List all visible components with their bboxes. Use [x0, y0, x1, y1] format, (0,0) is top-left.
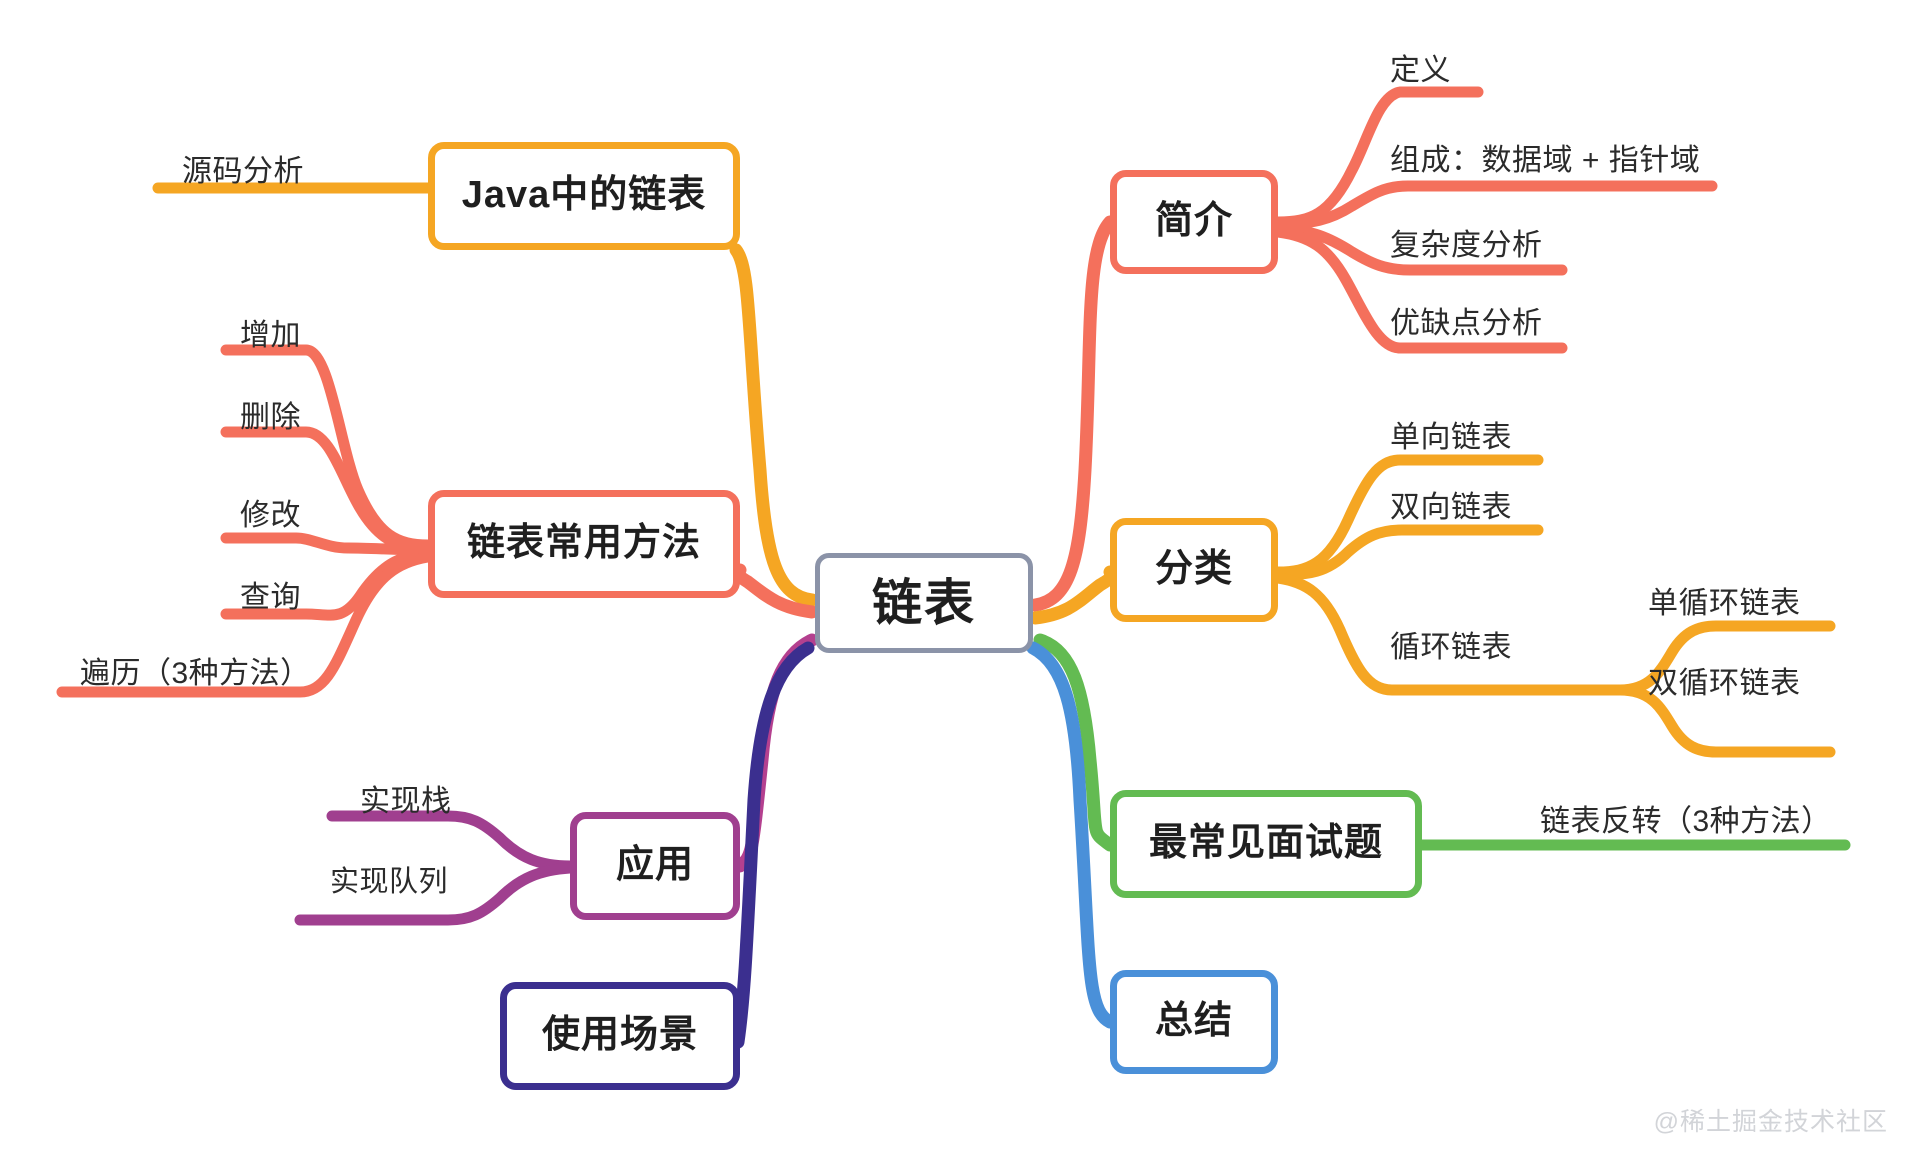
connector-root-introduction — [1028, 215, 1117, 612]
connector-root-methods — [732, 563, 819, 619]
branch-node-classification[interactable]: 分类 — [1110, 518, 1278, 622]
connector-root-application — [733, 633, 819, 873]
leaf-label-singly-linked-list: 单向链表 — [1390, 421, 1512, 454]
connector-root-usecases — [731, 641, 815, 1049]
leaf-linked-list-reversal[interactable]: 链表反转（3种方法） — [1540, 796, 1832, 840]
root-node-label: 链表 — [872, 574, 976, 631]
connector-root-interview — [1033, 633, 1117, 852]
leaf-label-traverse: 遍历（3种方法） — [80, 657, 311, 690]
connector-root-summary — [1026, 641, 1117, 1029]
branch-node-java-linked-list[interactable]: Java中的链表 — [428, 142, 740, 250]
leaf-source-analysis[interactable]: 源码分析 — [182, 146, 304, 190]
watermark-text: @稀土掘金技术社区 — [1653, 1108, 1888, 1136]
connector-introduction-composition — [1272, 180, 1718, 230]
leaf-label-source-analysis: 源码分析 — [182, 155, 304, 188]
leaf-implement-stack[interactable]: 实现栈 — [360, 776, 452, 820]
leaf-label-doubly-linked-list: 双向链表 — [1390, 491, 1512, 524]
connector-root-classification — [1028, 565, 1118, 625]
branch-label-use-cases: 使用场景 — [541, 1014, 698, 1057]
branch-node-interview-questions[interactable]: 最常见面试题 — [1110, 790, 1422, 898]
leaf-query[interactable]: 查询 — [240, 572, 301, 616]
leaf-implement-queue[interactable]: 实现队列 — [330, 858, 448, 900]
root-node[interactable]: 链表 — [815, 553, 1033, 653]
leaf-single-circular-linked-list[interactable]: 单循环链表 — [1648, 578, 1801, 622]
leaf-label-circular-linked-list: 循环链表 — [1390, 631, 1512, 664]
branch-label-classification: 分类 — [1154, 548, 1233, 591]
branch-node-introduction[interactable]: 简介 — [1110, 170, 1278, 274]
leaf-label-complexity-analysis: 复杂度分析 — [1390, 229, 1543, 262]
leaf-circular-linked-list[interactable]: 循环链表 — [1390, 622, 1512, 666]
leaf-label-add: 增加 — [240, 319, 301, 352]
leaf-singly-linked-list[interactable]: 单向链表 — [1390, 412, 1512, 456]
leaf-traverse[interactable]: 遍历（3种方法） — [80, 648, 311, 692]
leaf-label-pros-cons-analysis: 优缺点分析 — [1390, 307, 1543, 340]
connector-classification-doubly — [1272, 524, 1544, 580]
connector-methods-modify — [220, 532, 434, 556]
branch-node-application[interactable]: 应用 — [570, 812, 740, 920]
branch-label-summary: 总结 — [1154, 1000, 1233, 1043]
connector-root-java — [729, 243, 819, 607]
leaf-doubly-linked-list[interactable]: 双向链表 — [1390, 482, 1512, 526]
leaf-label-delete: 删除 — [240, 401, 301, 434]
leaf-label-linked-list-reversal: 链表反转（3种方法） — [1540, 805, 1832, 838]
leaf-complexity-analysis[interactable]: 复杂度分析 — [1390, 220, 1543, 264]
branch-node-use-cases[interactable]: 使用场景 — [500, 982, 740, 1090]
branch-label-common-methods: 链表常用方法 — [466, 522, 701, 565]
leaf-label-double-circular-linked-list: 双循环链表 — [1648, 667, 1801, 700]
leaf-label-definition: 定义 — [1390, 54, 1451, 87]
leaf-add[interactable]: 增加 — [240, 310, 301, 354]
branch-label-java-linked-list: Java中的链表 — [461, 174, 707, 217]
leaf-modify[interactable]: 修改 — [240, 490, 301, 534]
leaf-pros-cons-analysis[interactable]: 优缺点分析 — [1390, 298, 1543, 342]
branch-label-application: 应用 — [615, 844, 694, 887]
leaf-label-query: 查询 — [240, 581, 301, 614]
leaf-label-single-circular-linked-list: 单循环链表 — [1648, 587, 1801, 620]
branch-node-summary[interactable]: 总结 — [1110, 970, 1278, 1074]
leaf-label-modify: 修改 — [240, 499, 301, 532]
branch-node-common-methods[interactable]: 链表常用方法 — [428, 490, 740, 598]
leaf-label-implement-queue: 实现队列 — [330, 866, 449, 898]
watermark: @稀土掘金技术社区 — [1654, 1102, 1888, 1138]
branch-label-introduction: 简介 — [1154, 200, 1233, 243]
leaf-definition[interactable]: 定义 — [1390, 45, 1451, 89]
leaf-composition[interactable]: 组成：数据域 + 指针域 — [1390, 135, 1700, 179]
leaf-double-circular-linked-list[interactable]: 双循环链表 — [1648, 658, 1801, 702]
leaf-delete[interactable]: 删除 — [240, 392, 301, 436]
leaf-label-implement-stack: 实现栈 — [360, 785, 452, 818]
leaf-label-composition: 组成：数据域 + 指针域 — [1390, 144, 1701, 177]
branch-label-interview-questions: 最常见面试题 — [1148, 822, 1383, 865]
